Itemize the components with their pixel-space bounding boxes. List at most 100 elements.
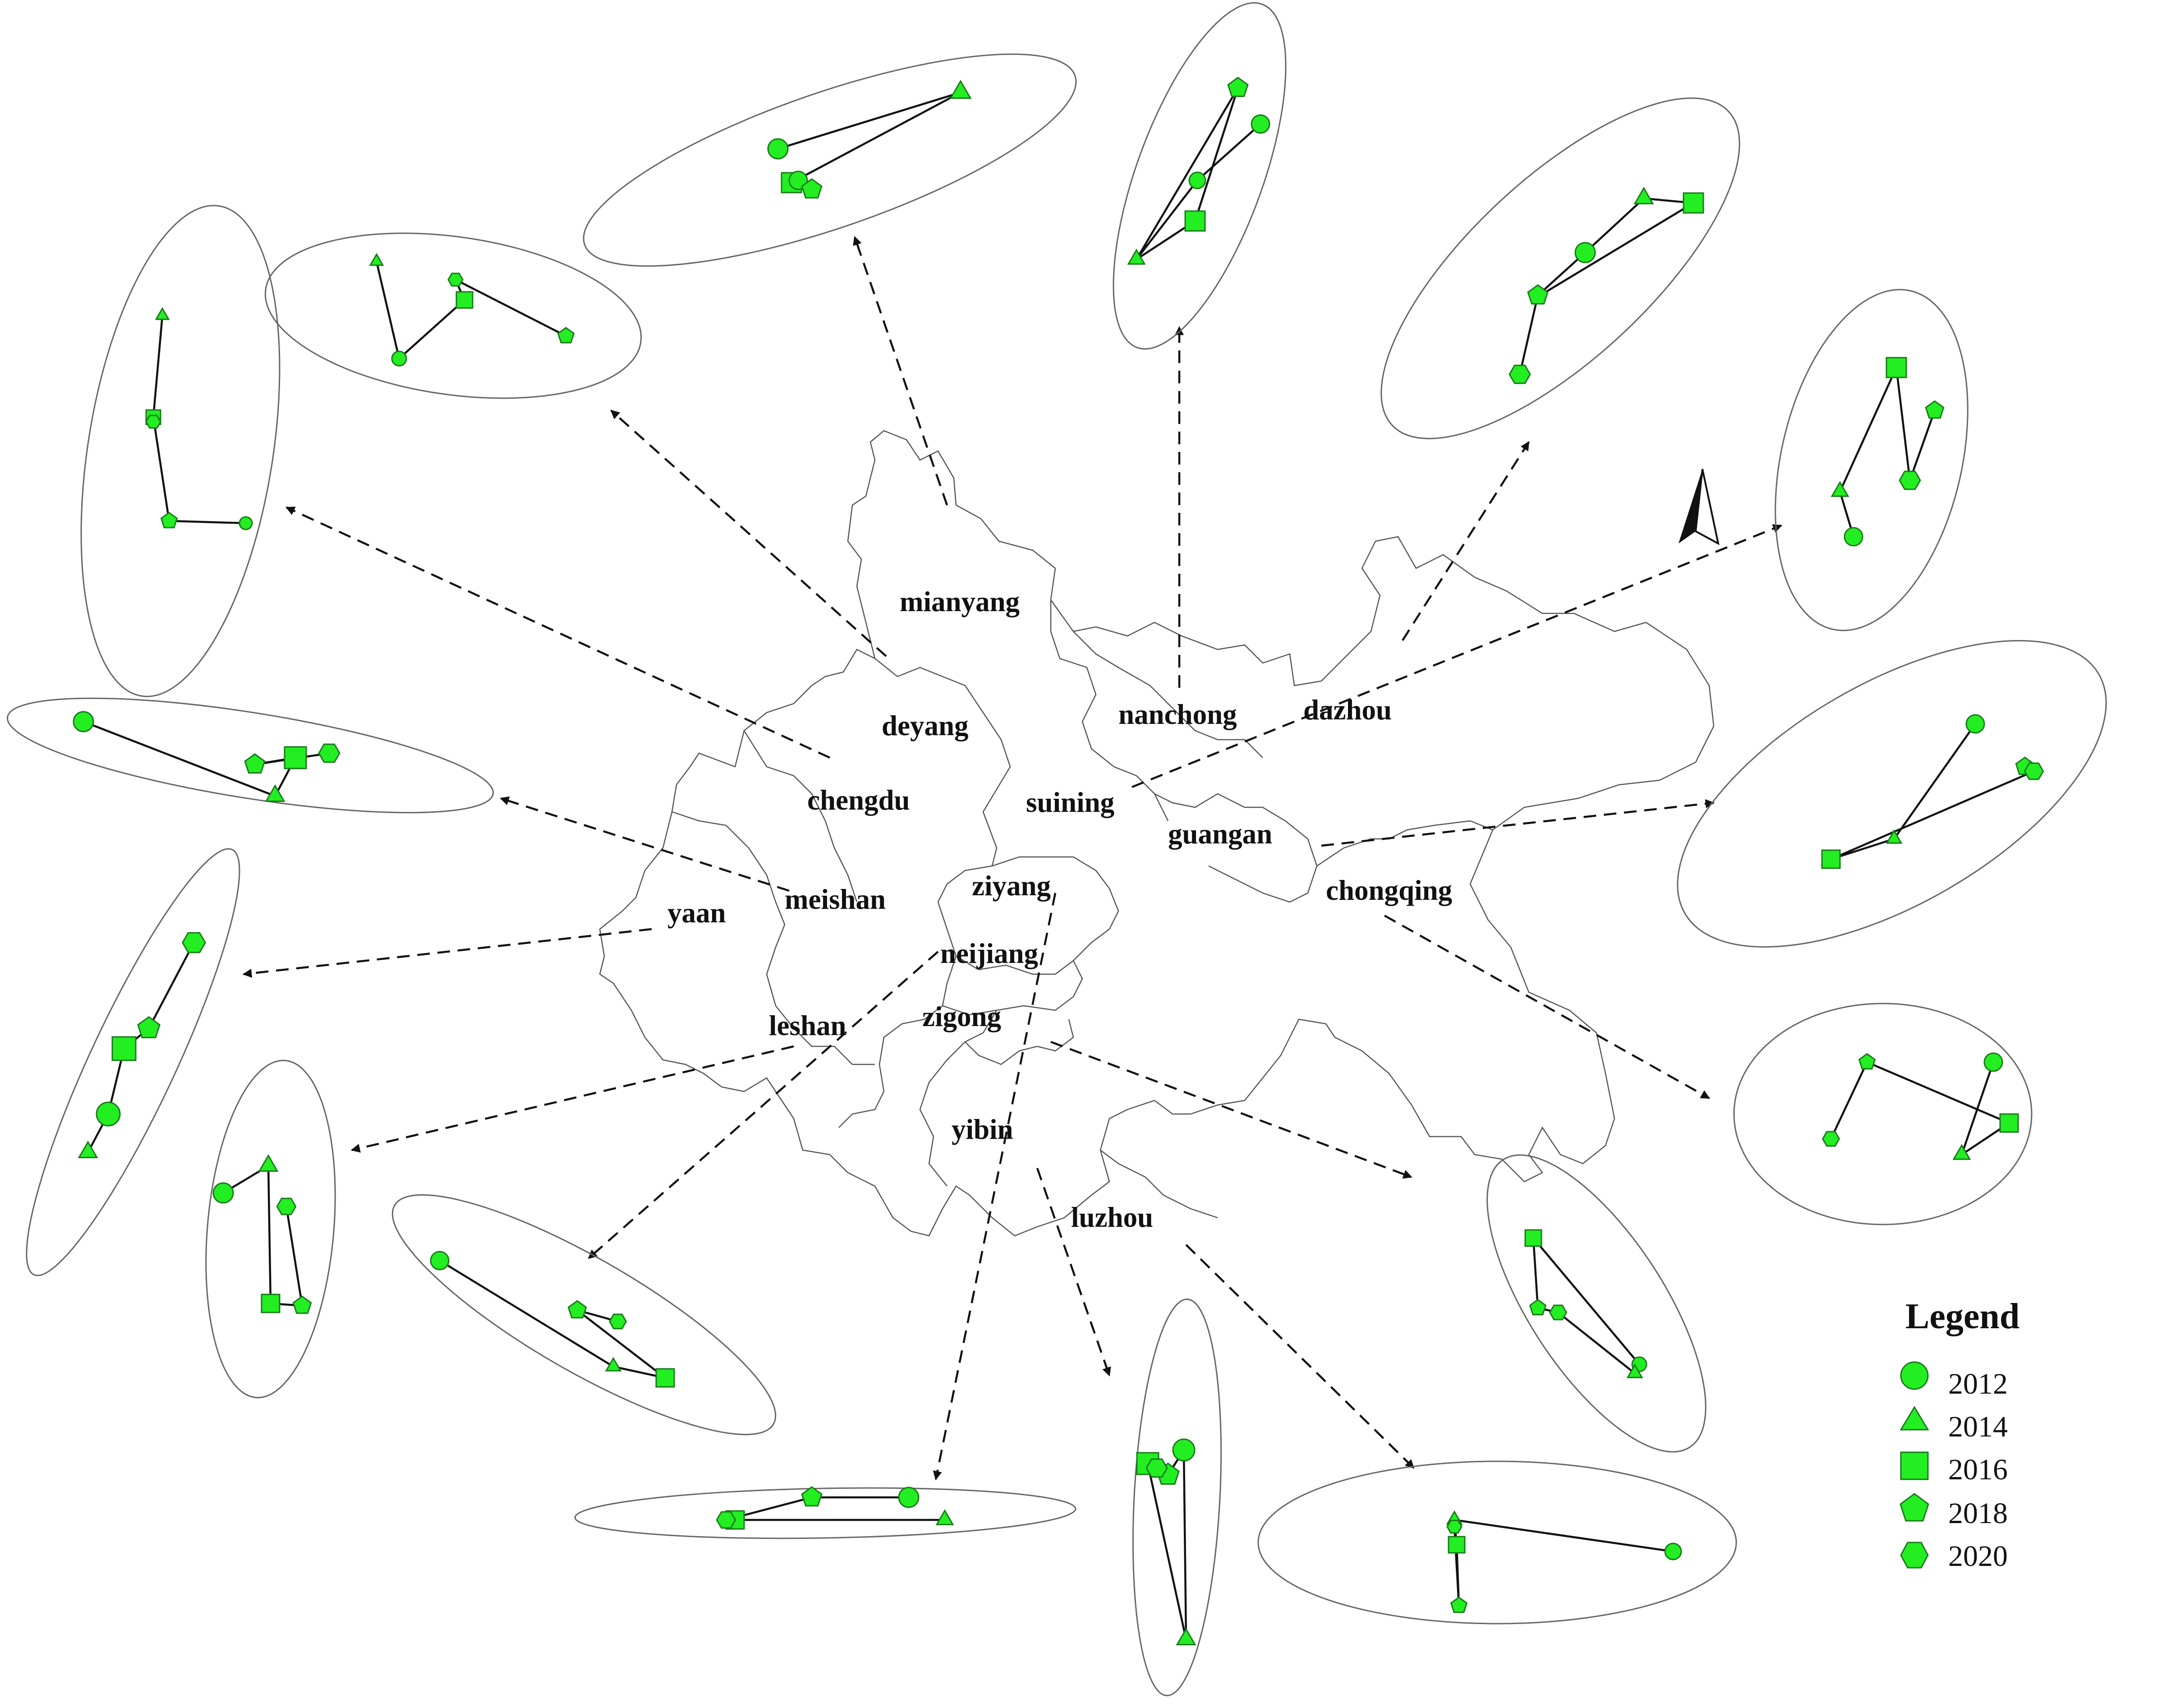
triangle-marker	[605, 1357, 622, 1372]
arrow-chongqing	[1384, 915, 1710, 1099]
arrow-ziyang	[933, 893, 1057, 1480]
city-label-chongqing: chongqing	[1326, 875, 1452, 906]
legend-label-2018: 2018	[1948, 1497, 2008, 1530]
circle-marker	[1983, 1052, 2003, 1072]
hexagon-marker-icon	[1900, 1542, 1929, 1569]
hexagon-marker	[1145, 1458, 1168, 1478]
legend-label-2012: 2012	[1948, 1367, 2008, 1400]
pentagon-marker	[160, 511, 178, 529]
circle-marker	[1965, 714, 1985, 734]
circle-marker-icon	[1900, 1361, 1929, 1390]
triangle-marker	[265, 784, 285, 802]
legend-label-2020: 2020	[1948, 1540, 2008, 1573]
triangle-marker	[1886, 829, 1903, 844]
legend-label-2014: 2014	[1948, 1410, 2008, 1443]
arrow-meishan	[500, 796, 790, 892]
legend-item-2016: 2016	[1900, 1451, 2008, 1486]
circle-marker	[1188, 171, 1206, 189]
pentagon-marker-icon	[1900, 1493, 1929, 1522]
city-label-nanchong: nanchong	[1118, 699, 1237, 730]
ellipse-mianyang	[583, 53, 1077, 267]
legend-item-2020: 2020	[1900, 1540, 2008, 1573]
region-boundaries	[599, 430, 1715, 1237]
city-label-ziyang: ziyang	[972, 870, 1051, 902]
city-label-zigong: zigong	[922, 1001, 1001, 1032]
triangle-marker	[258, 1154, 279, 1172]
arrow-guangan	[1321, 799, 1715, 847]
city-label-yaan: yaan	[667, 897, 726, 929]
triangle-marker-icon	[1900, 1406, 1929, 1431]
hexagon-marker	[716, 1511, 736, 1529]
circle-marker	[239, 516, 253, 530]
circle-marker	[767, 138, 789, 160]
arrow-leshan	[351, 1045, 794, 1153]
arrow-luzhou	[1185, 1244, 1415, 1469]
city-label-deyang: deyang	[882, 710, 969, 741]
hexagon-marker	[1821, 1131, 1840, 1147]
hexagon-marker	[2024, 762, 2044, 780]
circle-marker	[73, 711, 94, 732]
trajectory-tracks	[83, 87, 2037, 1640]
square-marker-icon	[1900, 1451, 1929, 1480]
city-label-neijiang: neijiang	[940, 938, 1038, 969]
ellipse-yibin	[1132, 1298, 1222, 1696]
hexagon-marker	[276, 1197, 297, 1215]
triangle-marker	[1633, 186, 1654, 204]
triangle-marker	[155, 307, 170, 320]
arrow-neijiang	[588, 951, 939, 1259]
square-marker	[1683, 192, 1704, 214]
city-label-chengdu: chengdu	[807, 784, 910, 816]
city-label-mianyang: mianyang	[900, 586, 1020, 617]
pentagon-marker	[567, 1300, 587, 1319]
connector-arrows	[242, 236, 1782, 1480]
city-label-yibin: yibin	[952, 1114, 1013, 1145]
square-marker	[284, 746, 307, 769]
legend: Legend 2012 2014 2016 2018 2020	[1900, 1297, 2019, 1573]
legend-item-2012: 2012	[1900, 1361, 2008, 1400]
triangle-marker	[1626, 1363, 1643, 1378]
square-marker	[455, 291, 474, 309]
ellipse-ziyang	[574, 1487, 1076, 1539]
hexagon-marker	[1446, 1519, 1463, 1534]
square-marker	[1999, 1113, 2019, 1133]
city-label-leshan: leshan	[769, 1010, 846, 1041]
circle-marker	[212, 1182, 234, 1204]
city-labels: mianyang deyang nanchong dazhou chengdu …	[667, 586, 1452, 1233]
pentagon-marker	[801, 178, 823, 199]
square-marker	[1448, 1536, 1466, 1554]
pentagon-marker	[244, 753, 266, 774]
city-label-luzhou: luzhou	[1071, 1202, 1153, 1233]
pentagon-marker	[1227, 77, 1249, 97]
pentagon-marker	[137, 1016, 161, 1038]
ellipse-luzhou	[1257, 1460, 1737, 1625]
circle-marker	[1172, 1438, 1196, 1462]
arrow-dazhou	[1402, 441, 1530, 641]
arrow-zigong	[1050, 1040, 1412, 1179]
ellipse-nanchong	[1113, 2, 1287, 350]
legend-item-2018: 2018	[1900, 1493, 2008, 1530]
ellipse-chongqing	[1733, 1003, 2033, 1225]
pentagon-marker	[1925, 400, 1945, 419]
pentagon-marker	[1450, 1596, 1468, 1613]
arrow-mianyang-upper	[853, 236, 948, 506]
hexagon-marker	[1509, 364, 1531, 384]
city-label-meishan: meishan	[785, 884, 886, 915]
circle-marker	[898, 1487, 920, 1508]
ellipse-deyang	[264, 232, 642, 399]
city-label-suining: suining	[1026, 787, 1114, 818]
circle-marker	[391, 350, 407, 367]
hexagon-marker	[318, 743, 340, 763]
city-label-guangan: guangan	[1168, 818, 1272, 850]
pentagon-marker	[801, 1486, 823, 1507]
north-arrow-icon	[1679, 469, 1720, 545]
square-marker	[655, 1368, 675, 1388]
circle-marker	[1844, 527, 1863, 547]
hexagon-marker	[1899, 470, 1921, 490]
circle-marker	[96, 1101, 121, 1127]
triangle-marker	[1952, 1144, 1971, 1160]
square-marker	[1821, 849, 1841, 869]
triangle-marker	[78, 1140, 98, 1158]
ellipse-neijiang	[391, 1194, 777, 1436]
circle-marker	[430, 1251, 450, 1271]
hexagon-marker	[608, 1313, 627, 1330]
